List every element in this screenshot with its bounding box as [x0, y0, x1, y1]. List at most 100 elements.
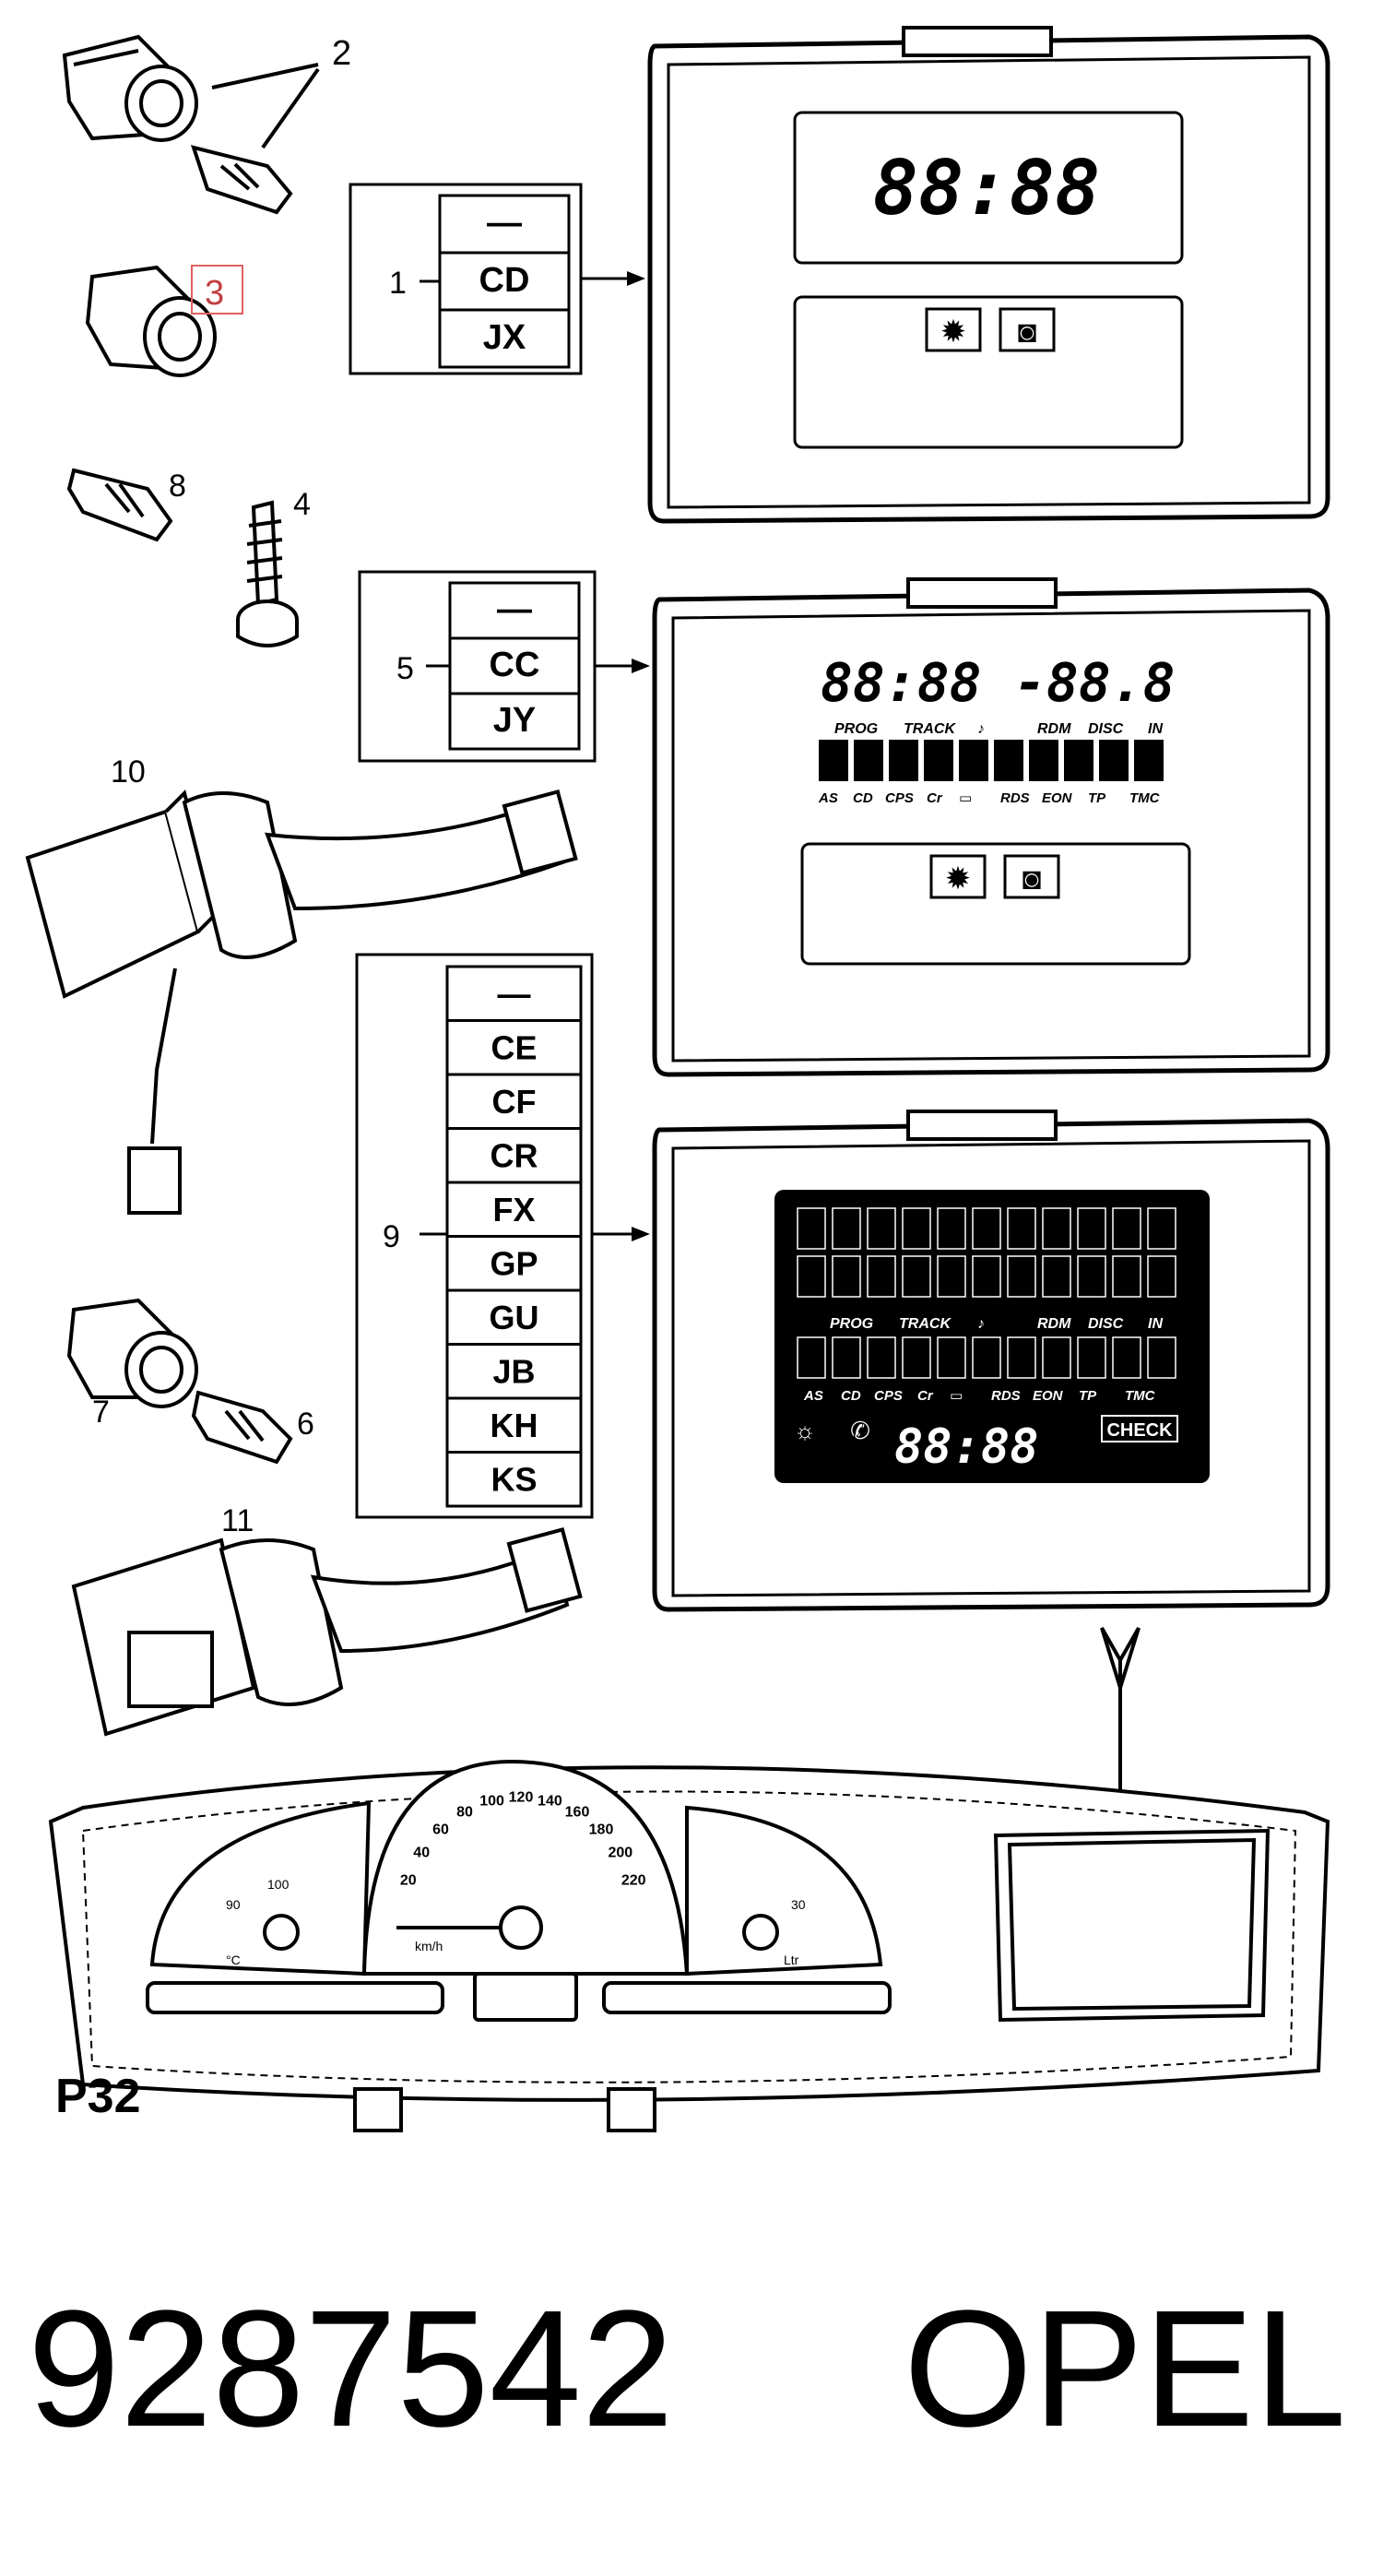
display-3-segment — [972, 1255, 1001, 1298]
variant-box-9-cell — [445, 1181, 583, 1238]
display-3-top-labels: PROG TRACK ♪ RDM DISC IN — [830, 1316, 1163, 1332]
display-3-top-label-0: PROG — [830, 1316, 873, 1332]
callout-7: 7 — [92, 1395, 110, 1430]
speed-tick-5: 120 — [509, 1790, 534, 1806]
display-2-segments — [819, 740, 1164, 781]
callout-2: 2 — [332, 34, 351, 73]
display-3-segment — [867, 1255, 896, 1298]
variant-box-9-cell — [445, 1073, 583, 1130]
leader-lines-2 — [211, 63, 320, 149]
display-3-light-icon: ☼ — [794, 1417, 816, 1444]
display-3-segment — [902, 1255, 931, 1298]
arrow-1 — [581, 271, 645, 286]
display-3-segment — [1042, 1336, 1071, 1379]
part-number: 9287542 — [28, 2276, 674, 2462]
speed-tick-1: 40 — [413, 1846, 430, 1861]
display-3-bottom-label-5: RDS — [991, 1388, 1021, 1404]
callout-11: 11 — [221, 1503, 254, 1538]
display-3-segment — [1147, 1255, 1176, 1298]
stalk-switch-11 — [71, 1526, 583, 1737]
display-2-mode-icon: ◙ — [1022, 861, 1042, 896]
display-3-top-label-2: ♪ — [977, 1316, 985, 1332]
display-3-segment — [1042, 1255, 1071, 1298]
display-2-bottom-label-8: TMC — [1129, 790, 1161, 806]
display-1-clock: 88:88 — [873, 145, 1101, 232]
display-1-brightness-icon: ✹ — [940, 315, 967, 350]
display-3-segment — [867, 1336, 896, 1379]
display-2-segment — [819, 740, 848, 781]
display-2-brightness-icon: ✹ — [945, 861, 972, 896]
variant-box-9-row-1: CE — [491, 1029, 537, 1067]
callout-8: 8 — [169, 469, 186, 504]
temp-unit: °C — [226, 1953, 241, 1967]
wedge-bulb-8 — [66, 468, 173, 542]
speed-tick-4: 100 — [479, 1794, 504, 1810]
display-3-segment — [972, 1336, 1001, 1379]
speed-tick-10: 220 — [621, 1872, 646, 1888]
display-3-bottom-label-1: CD — [841, 1388, 861, 1404]
display-3-bottom-label-0: AS — [803, 1388, 823, 1404]
display-3-segment — [797, 1336, 826, 1379]
variant-box-9-row-6: GU — [490, 1299, 539, 1336]
callout-1: 1 — [389, 266, 407, 301]
rpm-tick-1: 90 — [226, 1897, 241, 1912]
display-3-segment — [1147, 1207, 1176, 1250]
display-2-segment — [854, 740, 883, 781]
bulb-holder-3 — [85, 265, 217, 377]
variant-box-9-row-2: CF — [492, 1083, 537, 1121]
callout-9: 9 — [383, 1219, 400, 1254]
display-3-segment — [902, 1336, 931, 1379]
display-1-buttons — [925, 307, 1056, 352]
display-3-segment — [797, 1207, 826, 1250]
display-2-segment — [959, 740, 988, 781]
variant-box-9-cell — [445, 1451, 583, 1508]
display-3-lcd — [774, 1190, 1210, 1483]
display-unit-2 — [652, 577, 1330, 1077]
display-2-top-label-4: DISC — [1088, 721, 1124, 737]
variant-box-9-row-9: KS — [491, 1461, 537, 1499]
display-3-segment — [1007, 1207, 1036, 1250]
variant-box-9-cell — [445, 1288, 583, 1346]
display-3-check-frame — [1101, 1415, 1178, 1442]
arrow-9 — [592, 1227, 650, 1241]
display-3-bottom-label-7: TP — [1079, 1388, 1097, 1404]
speed-tick-2: 60 — [432, 1822, 449, 1838]
arrow-5 — [595, 659, 650, 673]
variant-box-1 — [438, 194, 571, 369]
display-3-clock: 88:88 — [894, 1419, 1039, 1475]
display-3-top-label-3: RDM — [1037, 1316, 1071, 1332]
display-1-mode-icon: ◙ — [1018, 315, 1037, 350]
display-3-top-label-5: IN — [1148, 1316, 1163, 1332]
display-3-bottom-label-3: Cr — [917, 1388, 934, 1404]
speed-tick-7: 160 — [565, 1805, 590, 1821]
display-2-segment — [1099, 740, 1129, 781]
display-3-segment — [832, 1336, 861, 1379]
display-2-segment — [1064, 740, 1093, 781]
display-3-segment — [1007, 1255, 1036, 1298]
display-2-bottom-label-7: TP — [1088, 790, 1106, 806]
display-3-top-label-1: TRACK — [899, 1316, 952, 1332]
display-3-segment — [1042, 1207, 1071, 1250]
display-3-bottom-label-4: ▭ — [950, 1388, 963, 1404]
display-2-segment — [1029, 740, 1058, 781]
display-2-buttons — [929, 854, 1060, 899]
display-3-segment — [1077, 1207, 1106, 1250]
display-3-bottom-label-6: EON — [1033, 1388, 1064, 1404]
display-3-top-label-4: DISC — [1088, 1316, 1124, 1332]
display-2-segment — [924, 740, 953, 781]
display-3-segment — [937, 1207, 966, 1250]
rpm-tick-0: 100 — [267, 1877, 290, 1892]
display-3-bottom-label-2: CPS — [874, 1388, 903, 1404]
variant-box-5-row-2: JY — [493, 701, 536, 740]
display-2-segment — [889, 740, 918, 781]
wedge-bulb-2 — [190, 145, 293, 215]
display-3-segment — [1077, 1255, 1106, 1298]
display-3-segment — [1112, 1207, 1141, 1250]
display-3-phone-icon: ✆ — [850, 1417, 870, 1444]
display-3-segments — [797, 1207, 1176, 1379]
